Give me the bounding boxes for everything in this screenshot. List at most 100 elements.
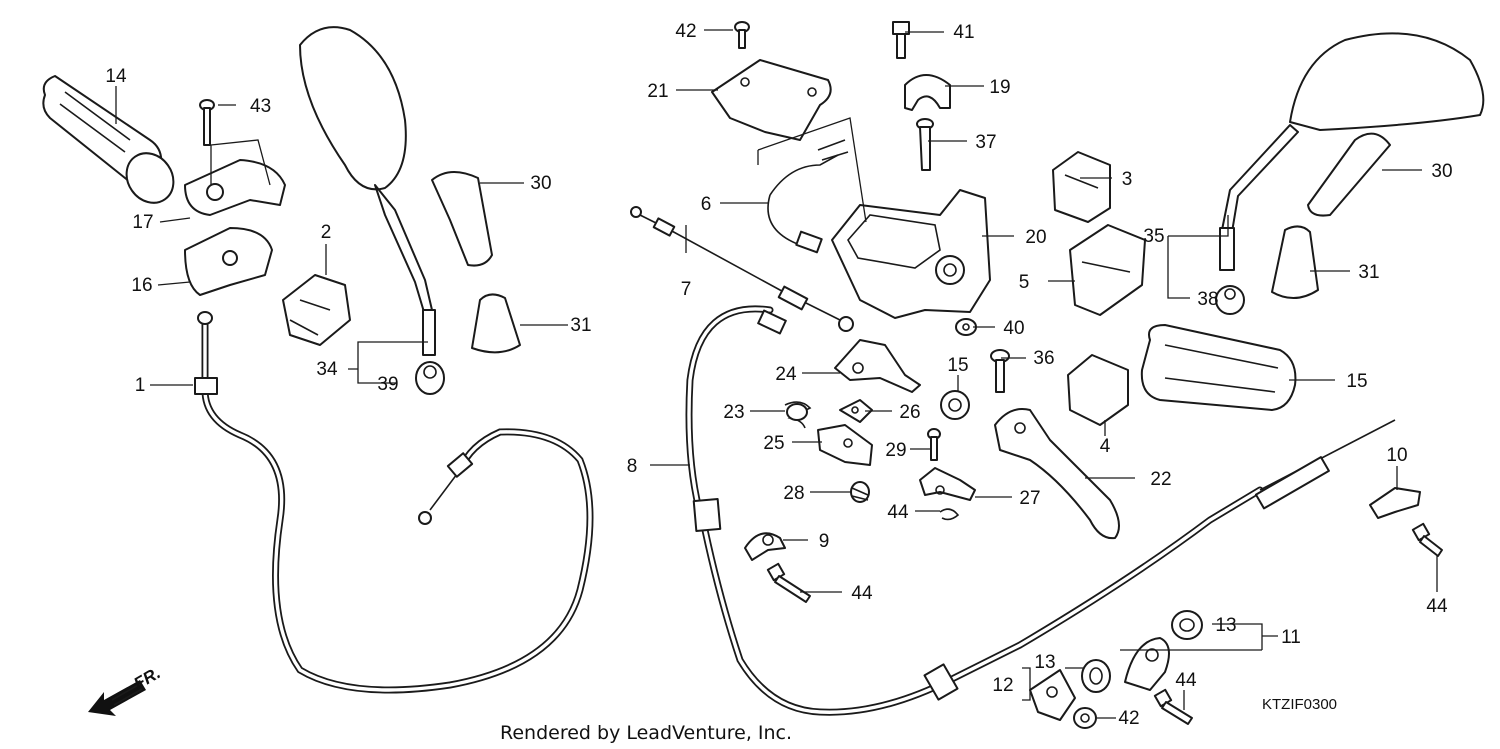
part-bolt-44-lower	[1153, 688, 1193, 725]
callout-6: 6	[701, 194, 712, 215]
callout-44-right: 44	[1426, 596, 1448, 617]
part-clamp-9	[744, 532, 786, 561]
part-grommet-13-lower	[1081, 659, 1111, 693]
part-throttle-cable	[194, 311, 594, 694]
part-screw-40	[734, 21, 750, 49]
part-cable-7	[630, 206, 854, 332]
part-left-mirror	[299, 26, 436, 356]
part-switch-3	[1052, 151, 1111, 223]
callout-1: 1	[135, 375, 146, 396]
footer-credit: Rendered by LeadVenture, Inc.	[500, 722, 792, 744]
callout-44-center: 44	[851, 583, 873, 604]
part-right-grip	[1140, 324, 1297, 411]
callout-22: 22	[1150, 469, 1171, 490]
callout-4: 4	[1100, 436, 1111, 457]
callout-5: 5	[1019, 272, 1030, 293]
callout-10: 10	[1386, 445, 1407, 466]
callout-16: 15	[1346, 371, 1367, 392]
callout-32: 34	[316, 359, 338, 380]
callout-13-upper: 13	[1215, 615, 1236, 636]
callout-25: 25	[763, 433, 784, 454]
callout-41: 43	[250, 96, 271, 117]
callout-14: 15	[947, 355, 968, 376]
callout-34: 36	[1033, 348, 1054, 369]
part-bolt-44-center	[766, 562, 811, 603]
part-right-mirror	[1219, 32, 1485, 271]
callout-29: 29	[885, 440, 906, 461]
callout-24: 24	[775, 364, 797, 385]
callout-2: 2	[321, 222, 332, 243]
callout-28: 28	[783, 483, 804, 504]
part-clamp-10	[1369, 487, 1421, 519]
part-spring-23	[784, 401, 812, 429]
callout-42: 42	[1118, 708, 1139, 729]
callout-8: 8	[627, 456, 638, 477]
part-bolt-44-right	[1411, 522, 1443, 557]
callout-3: 3	[1122, 169, 1133, 190]
callout-13-lower: 13	[1034, 652, 1055, 673]
callout-26: 26	[899, 402, 920, 423]
callout-17: 16	[131, 275, 152, 296]
part-bracket-27	[919, 467, 976, 501]
part-cover-plate	[711, 59, 832, 141]
callout-7: 7	[681, 279, 692, 300]
part-brake-lever	[994, 408, 1120, 540]
front-direction-arrow-icon	[88, 680, 146, 716]
part-right-boot	[1307, 132, 1391, 217]
callout-27: 27	[1019, 488, 1040, 509]
callout-11: 11	[1281, 627, 1301, 648]
part-nut-37	[415, 361, 445, 395]
part-bolt-39	[892, 21, 910, 59]
part-screw-35	[916, 118, 934, 171]
part-nut-38	[955, 318, 977, 336]
part-left-grip	[42, 75, 175, 204]
callout-19: 19	[989, 77, 1010, 98]
callout-30-right: 30	[1431, 161, 1452, 182]
callout-36: 38	[1197, 289, 1218, 310]
part-piece-26	[839, 399, 873, 423]
part-grommet-13-upper	[1171, 610, 1203, 640]
part-collar-14	[940, 390, 970, 420]
part-clamp-19	[904, 74, 951, 111]
part-bolt-34	[990, 349, 1010, 393]
part-throttle-housing-upper	[184, 159, 286, 216]
callout-37: 39	[377, 374, 398, 395]
part-switch-2	[282, 274, 351, 346]
part-brake-cable-8	[685, 305, 1396, 716]
callout-15: 14	[105, 66, 127, 87]
part-nut-42	[1073, 707, 1097, 729]
part-switch-25	[817, 424, 873, 466]
callout-39: 41	[953, 22, 974, 43]
part-switch-5	[1069, 224, 1146, 316]
callout-30-left: 30	[530, 173, 551, 194]
callout-31-right: 31	[1358, 262, 1379, 283]
callout-33: 35	[1143, 226, 1164, 247]
part-clip-43	[939, 508, 960, 521]
callout-43: 44	[887, 502, 909, 523]
callout-21: 21	[647, 81, 668, 102]
callout-12: 12	[992, 675, 1013, 696]
callout-9: 9	[819, 531, 830, 552]
callout-44-lower: 44	[1175, 670, 1197, 691]
callout-23: 23	[723, 402, 744, 423]
part-screw-41	[199, 99, 215, 146]
part-left-cover	[471, 293, 521, 354]
part-guide-11	[1124, 637, 1170, 691]
callout-38: 40	[1003, 318, 1024, 339]
diagram-code: KTZIF0300	[1262, 696, 1337, 713]
part-switch-wire	[767, 139, 849, 254]
callout-18: 17	[132, 212, 153, 233]
part-nut-36	[1215, 285, 1245, 315]
callout-31-left: 31	[570, 315, 591, 336]
part-screw-29	[927, 428, 941, 461]
part-master-cylinder	[831, 189, 991, 319]
part-throttle-housing-lower	[184, 227, 273, 296]
part-left-boot	[431, 171, 493, 267]
callout-35: 37	[975, 132, 996, 153]
part-right-cover	[1271, 225, 1319, 299]
part-bracket-24	[834, 339, 921, 393]
part-spring-28	[850, 481, 870, 503]
part-bracket-12	[1029, 669, 1076, 721]
callout-40: 42	[675, 21, 696, 42]
